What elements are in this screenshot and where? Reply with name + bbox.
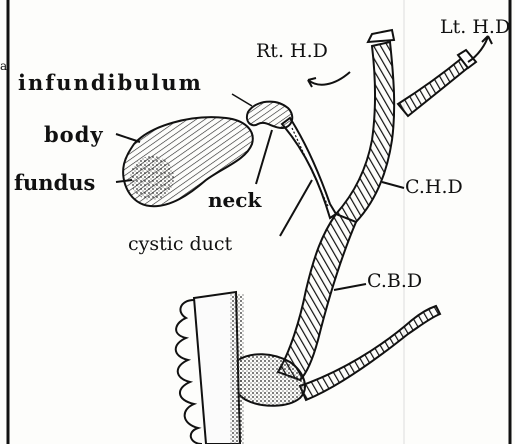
common-bile-duct — [278, 214, 356, 380]
cystic-duct — [282, 118, 336, 218]
right-hepatic-duct-end — [368, 30, 394, 42]
left-hepatic-duct-label: Lt. H.D — [440, 18, 510, 37]
right-hepatic-duct-label: Rt. H.D — [256, 42, 328, 61]
infundibulum-leader — [232, 94, 252, 106]
duodenal-mucosa — [230, 294, 244, 444]
gallbladder-neck — [247, 102, 292, 128]
infundibulum-label: infundibulum — [18, 72, 203, 93]
cystic-duct-leader — [280, 180, 312, 236]
fundus-label: fundus — [14, 172, 95, 193]
common-hepatic-duct — [336, 42, 394, 222]
left-hepatic-duct — [398, 58, 470, 116]
neck-leader — [256, 130, 272, 184]
common-hepatic-duct-label: C.H.D — [405, 178, 463, 197]
cystic-duct-label: cystic duct — [128, 235, 232, 254]
neck-label: neck — [208, 190, 261, 210]
edge-fragment-label: a — [0, 60, 7, 72]
gallbladder-fundus-shading — [130, 156, 174, 200]
body-leader — [116, 134, 140, 142]
common-bile-duct-label: C.B.D — [367, 272, 422, 291]
body-label: body — [44, 124, 104, 145]
cbd-leader — [334, 284, 366, 290]
chd-leader — [382, 182, 404, 188]
